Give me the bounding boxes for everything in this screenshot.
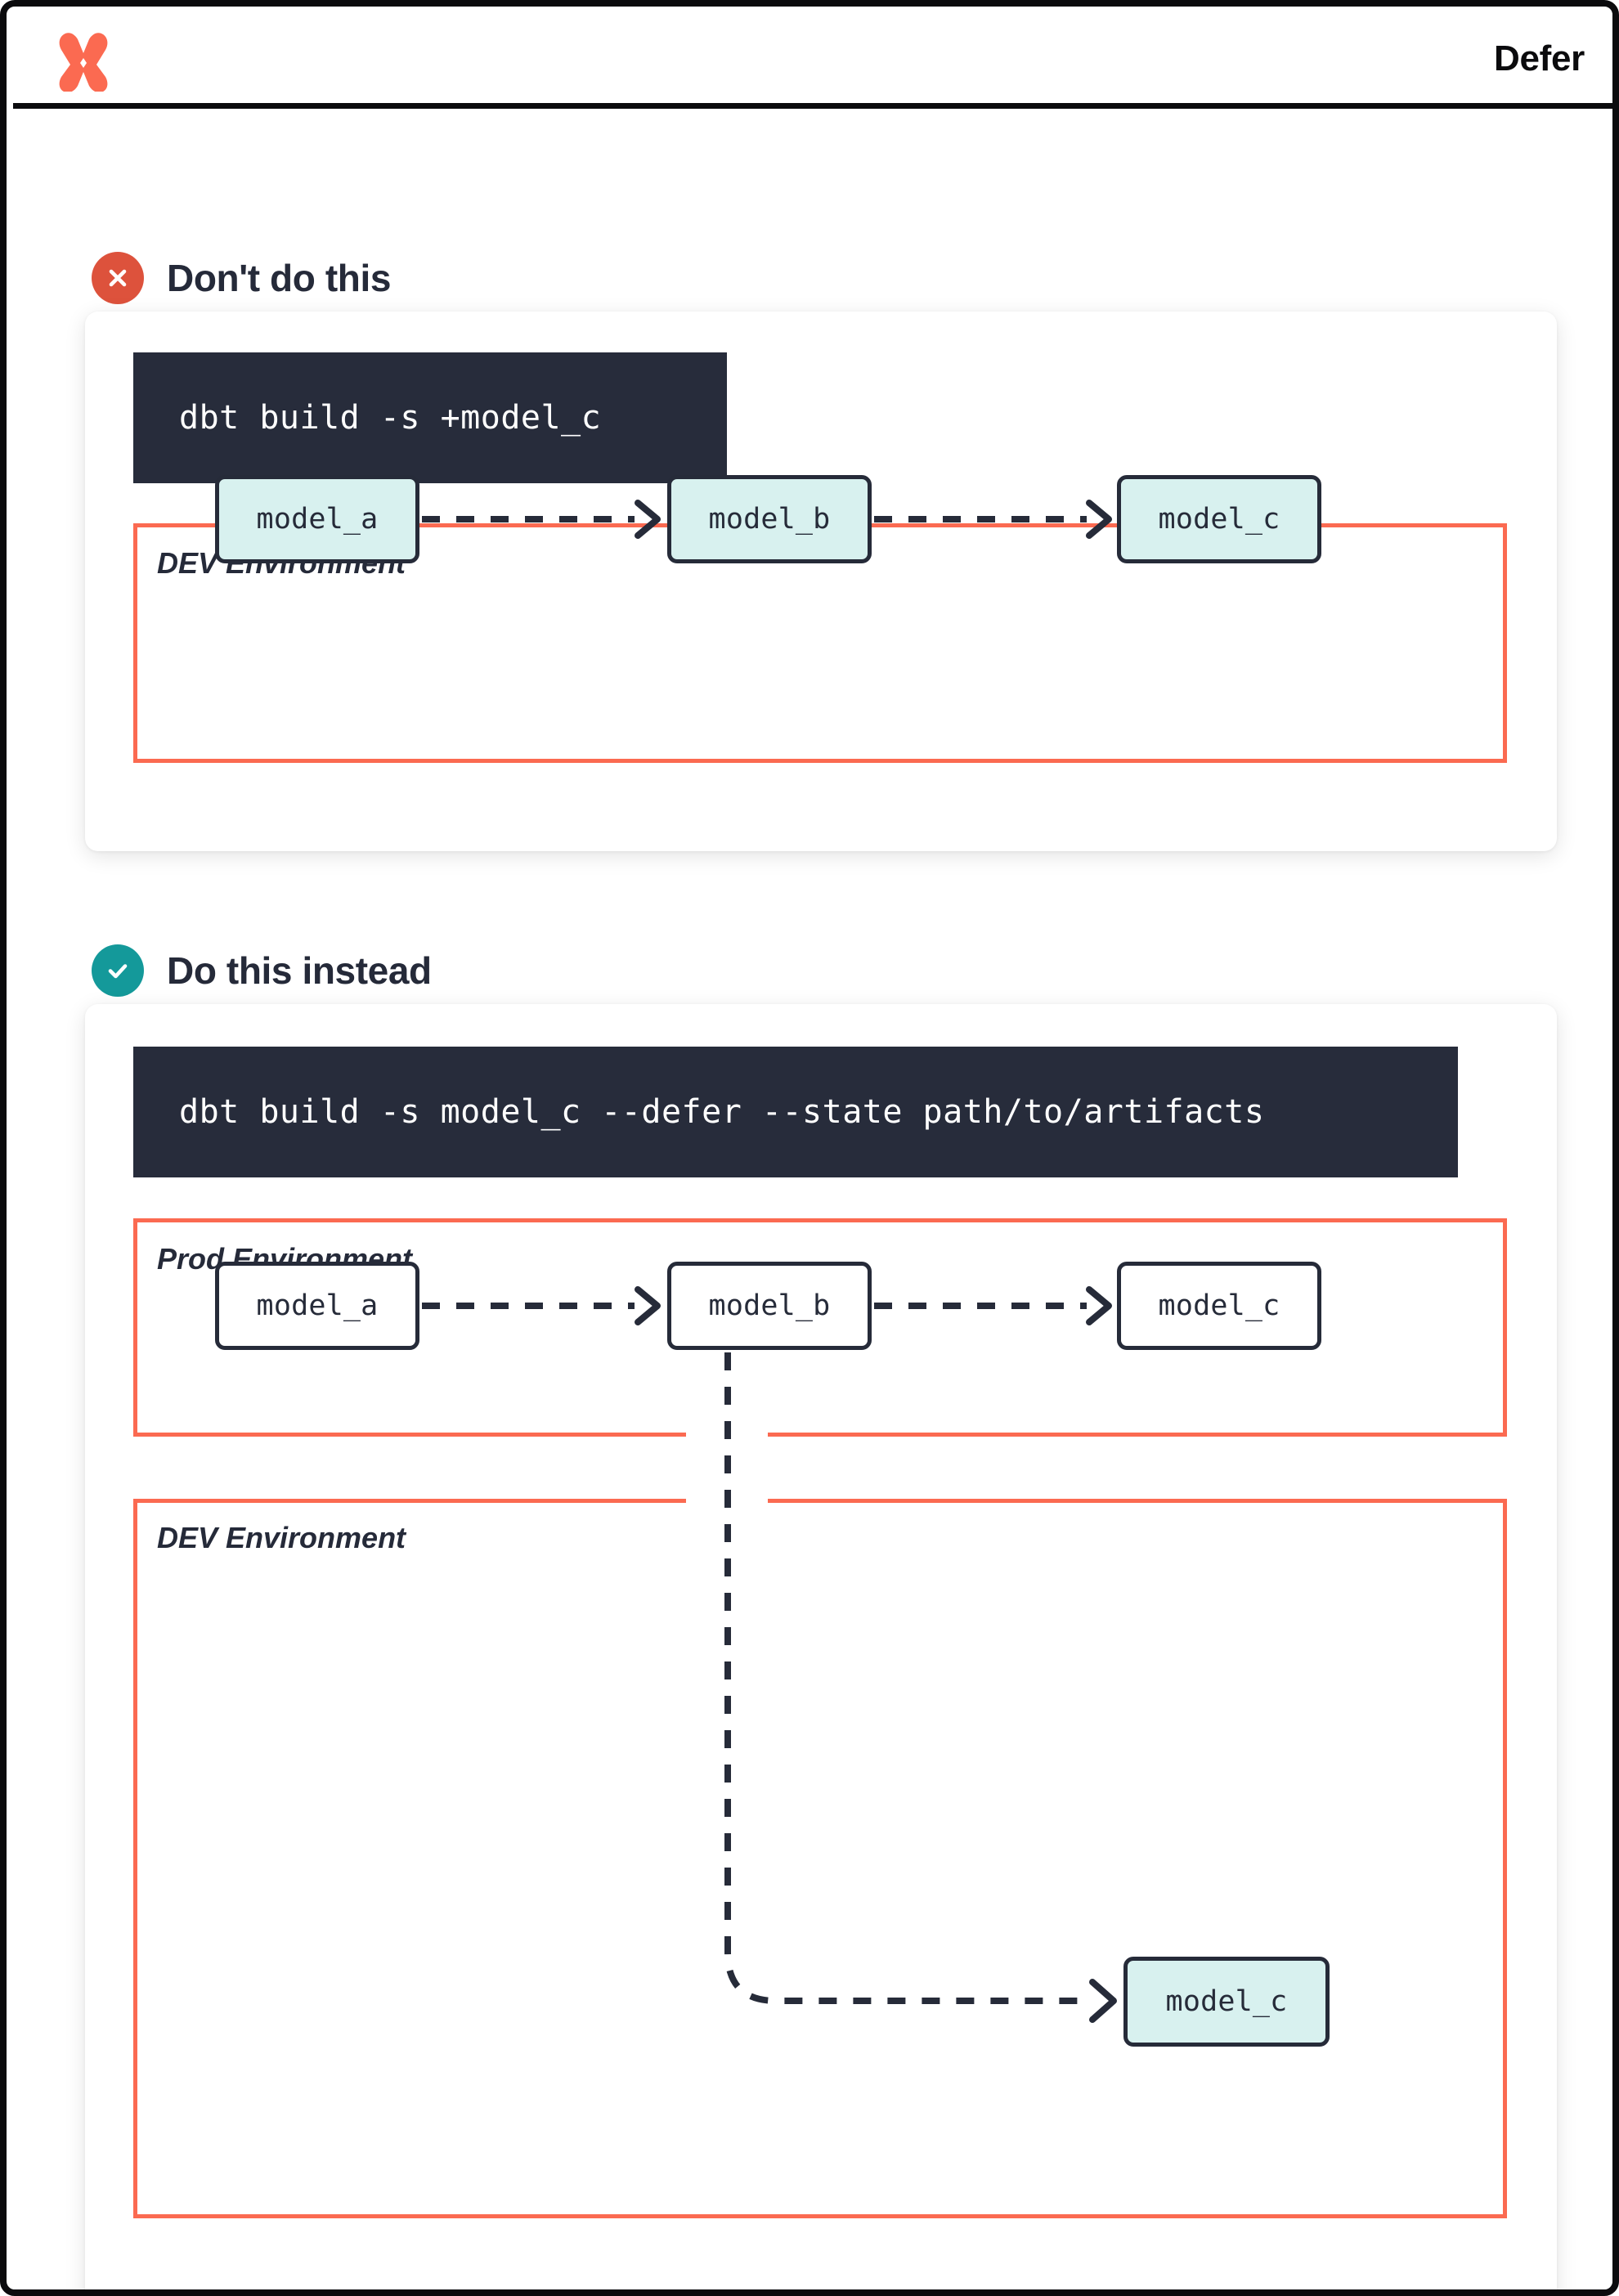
node-dev-bad-model-c[interactable]: model_c xyxy=(1117,475,1321,563)
node-prod-model-b[interactable]: model_b xyxy=(667,1262,872,1350)
node-prod-model-c[interactable]: model_c xyxy=(1117,1262,1321,1350)
node-dev-good-model-c[interactable]: model_c xyxy=(1123,1957,1330,2047)
env-label-dev-good: DEV Environment xyxy=(157,1521,406,1554)
dbt-x-logo-icon xyxy=(56,31,111,93)
page-title: Defer xyxy=(1494,38,1585,78)
section-title-dont: Don't do this xyxy=(167,257,392,299)
code-block-do: dbt build -s model_c --defer --state pat… xyxy=(133,1047,1458,1177)
card-dont: dbt build -s +model_c DEV Environment mo… xyxy=(85,312,1557,851)
section-title-do: Do this instead xyxy=(167,949,432,992)
header-divider xyxy=(13,103,1612,109)
section-heading-dont: Don't do this xyxy=(92,252,391,304)
x-circle-icon xyxy=(92,252,144,304)
node-prod-model-a[interactable]: model_a xyxy=(215,1262,419,1350)
edges-do xyxy=(422,1286,1117,2023)
check-circle-icon xyxy=(92,944,144,997)
header-bar: Defer xyxy=(13,13,1612,105)
node-dev-bad-model-a[interactable]: model_a xyxy=(215,475,419,563)
node-dev-bad-model-b[interactable]: model_b xyxy=(667,475,872,563)
section-heading-do: Do this instead xyxy=(92,944,432,997)
content-area: Don't do this dbt build -s +model_c DEV … xyxy=(13,109,1612,2289)
card-do: dbt build -s model_c --defer --state pat… xyxy=(85,1004,1557,2289)
code-block-dont: dbt build -s +model_c xyxy=(133,352,727,483)
